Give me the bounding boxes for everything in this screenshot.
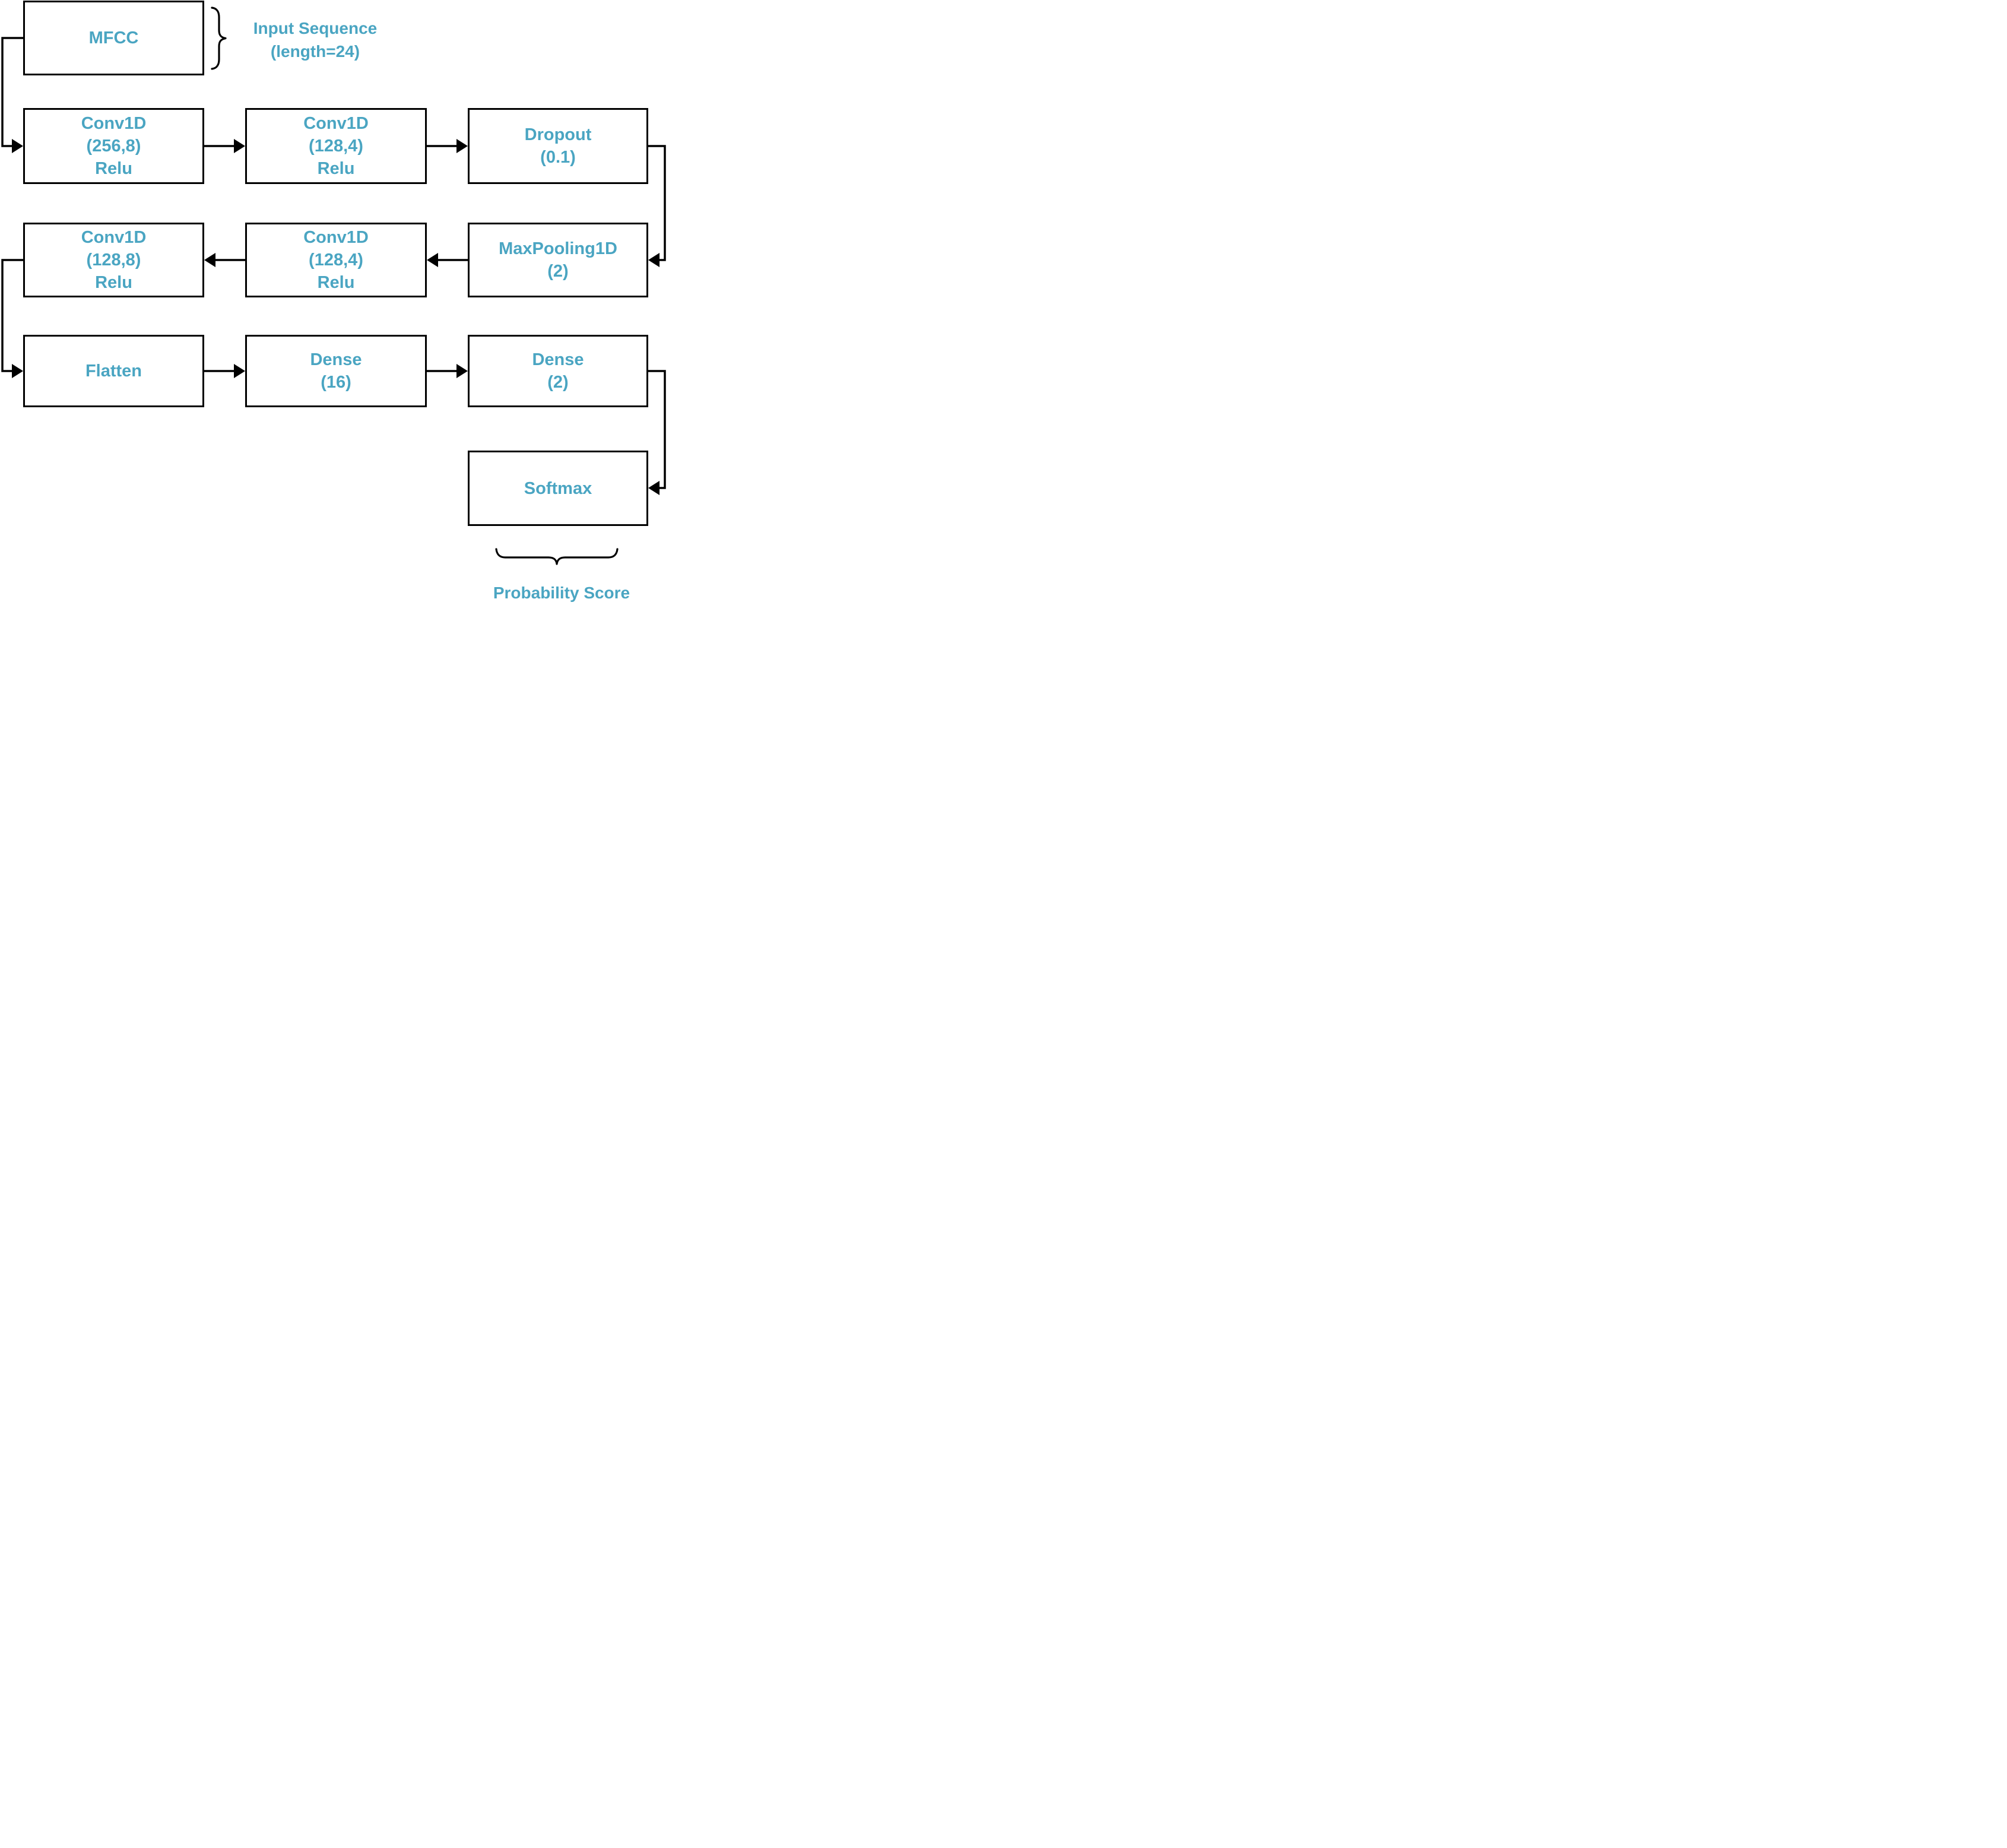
node-dense-2: Dense (2) (468, 335, 648, 407)
node-label: Relu (95, 159, 132, 178)
annotation-line: (length=24) (270, 42, 360, 61)
node-label: (128,4) (309, 251, 363, 270)
node-label: (2) (547, 262, 569, 281)
node-label: MaxPooling1D (499, 239, 617, 258)
node-label: Conv1D (81, 228, 147, 247)
arrowhead-right-icon (12, 139, 23, 153)
node-label: (128,8) (86, 251, 141, 270)
arrowhead-left-icon (204, 253, 215, 267)
arrowhead-left-icon (427, 253, 438, 267)
probability-score-underbrace-icon (495, 548, 619, 565)
node-label: Relu (317, 159, 355, 178)
annotation-line: Input Sequence (253, 19, 378, 37)
arrowhead-right-icon (234, 364, 245, 378)
node-label: MFCC (88, 28, 139, 47)
node-flatten: Flatten (23, 335, 204, 407)
arrowhead-left-icon (648, 481, 660, 495)
node-label: Conv1D (81, 114, 147, 133)
node-label: (2) (547, 373, 569, 392)
node-conv1d-128-8: Conv1D (128,8) Relu (23, 223, 204, 297)
node-label: Relu (317, 273, 355, 292)
node-label: Conv1D (303, 114, 369, 133)
arrowhead-right-icon (12, 364, 23, 378)
arrowhead-right-icon (234, 139, 245, 153)
annotation-line: Probability Score (493, 584, 630, 602)
node-mfcc: MFCC (23, 1, 204, 75)
node-label: Dropout (524, 125, 592, 144)
input-sequence-annotation: Input Sequence (length=24) (229, 17, 401, 63)
node-softmax: Softmax (468, 451, 648, 526)
input-sequence-brace-icon (211, 7, 227, 70)
connector-dense2-to-softmax (648, 370, 666, 489)
arrowhead-left-icon (648, 253, 660, 267)
node-dense-16: Dense (16) (245, 335, 427, 407)
node-label: (128,4) (309, 137, 363, 156)
node-label: Dense (310, 350, 362, 369)
connector-dropout-to-maxpool (648, 145, 666, 261)
connector-mfcc-to-conv1 (1, 37, 23, 147)
probability-score-annotation: Probability Score (467, 581, 657, 604)
arrowhead-right-icon (456, 364, 468, 378)
node-label: (256,8) (86, 137, 141, 156)
node-dropout: Dropout (0.1) (468, 108, 648, 184)
node-label: (16) (321, 373, 351, 392)
node-label: Softmax (524, 478, 592, 498)
node-label: Dense (532, 350, 584, 369)
node-conv1d-256-8: Conv1D (256,8) Relu (23, 108, 204, 184)
node-maxpooling1d: MaxPooling1D (2) (468, 223, 648, 297)
node-label: Relu (95, 273, 132, 292)
node-label: Conv1D (303, 228, 369, 247)
connector-conv3-to-flatten (1, 259, 23, 372)
node-label: Flatten (85, 362, 142, 381)
model-architecture-diagram: MFCC Conv1D (256,8) Relu Conv1D (128,4) … (0, 0, 669, 616)
arrowhead-right-icon (456, 139, 468, 153)
connector-layer (1, 7, 666, 565)
node-conv1d-128-4-middle: Conv1D (128,4) Relu (245, 223, 427, 297)
node-label: (0.1) (540, 148, 576, 167)
node-conv1d-128-4-top: Conv1D (128,4) Relu (245, 108, 427, 184)
